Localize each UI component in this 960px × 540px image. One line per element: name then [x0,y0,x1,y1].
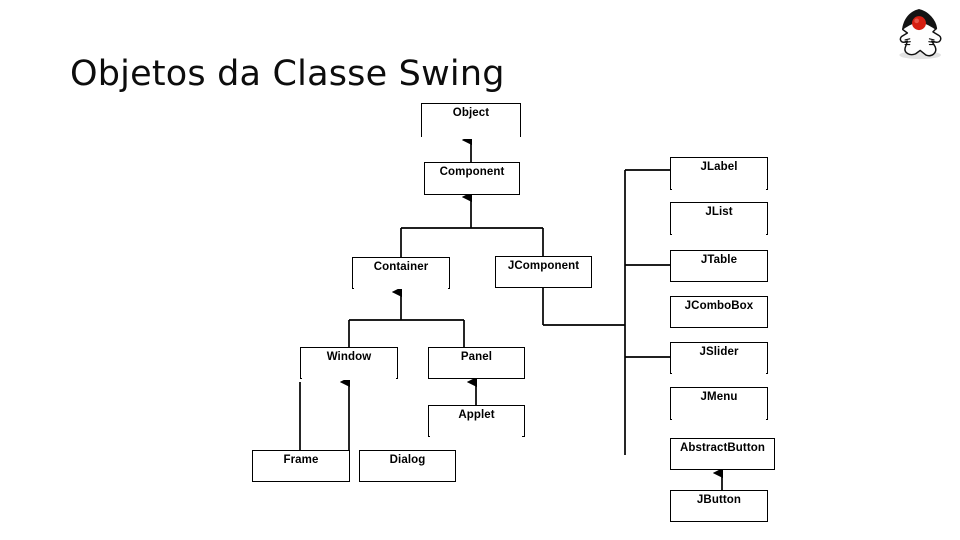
class-box-label: JButton [696,494,742,506]
border-fade-container [354,281,448,289]
class-box-jcomponent[interactable]: JComponent [495,256,592,288]
class-box-component[interactable]: Component [424,162,520,195]
border-fade-jlist [672,227,766,236]
class-box-label: JLabel [700,161,738,173]
class-box-label: Window [326,351,372,363]
class-box-frame[interactable]: Frame [252,450,350,482]
class-box-panel[interactable]: Panel [428,347,525,379]
java-duke-logo-icon [899,9,942,60]
class-box-label: JSlider [699,346,739,358]
border-fade-window [302,372,396,380]
class-box-label: Object [452,107,490,119]
class-box-label: Panel [460,351,493,363]
class-box-label: JMenu [700,391,738,403]
border-fade-jlabel [672,182,766,191]
class-box-jbutton[interactable]: JButton [670,490,768,522]
class-box-label: Frame [283,454,319,466]
class-box-abstractbutton[interactable]: AbstractButton [670,438,775,470]
page-title: Objetos da Classe Swing [70,54,505,94]
class-box-label: Applet [458,409,495,421]
class-box-label: JList [705,206,733,218]
border-fade-jslider [672,366,766,375]
class-box-label: AbstractButton [679,442,766,454]
border-fade-applet [430,427,522,438]
border-fade-jmenu [672,411,766,421]
class-box-label: Component [439,166,505,178]
class-box-jcombobox[interactable]: JComboBox [670,296,768,328]
class-box-object[interactable]: Object [421,103,521,137]
class-box-label: JComboBox [684,300,754,312]
class-box-label: JTable [700,254,738,266]
class-box-jtable[interactable]: JTable [670,250,768,282]
class-box-label: Container [373,261,429,273]
class-box-label: JComponent [507,260,580,272]
class-box-label: Dialog [389,454,426,466]
border-fade-object [422,133,520,139]
class-box-dialog[interactable]: Dialog [359,450,456,482]
